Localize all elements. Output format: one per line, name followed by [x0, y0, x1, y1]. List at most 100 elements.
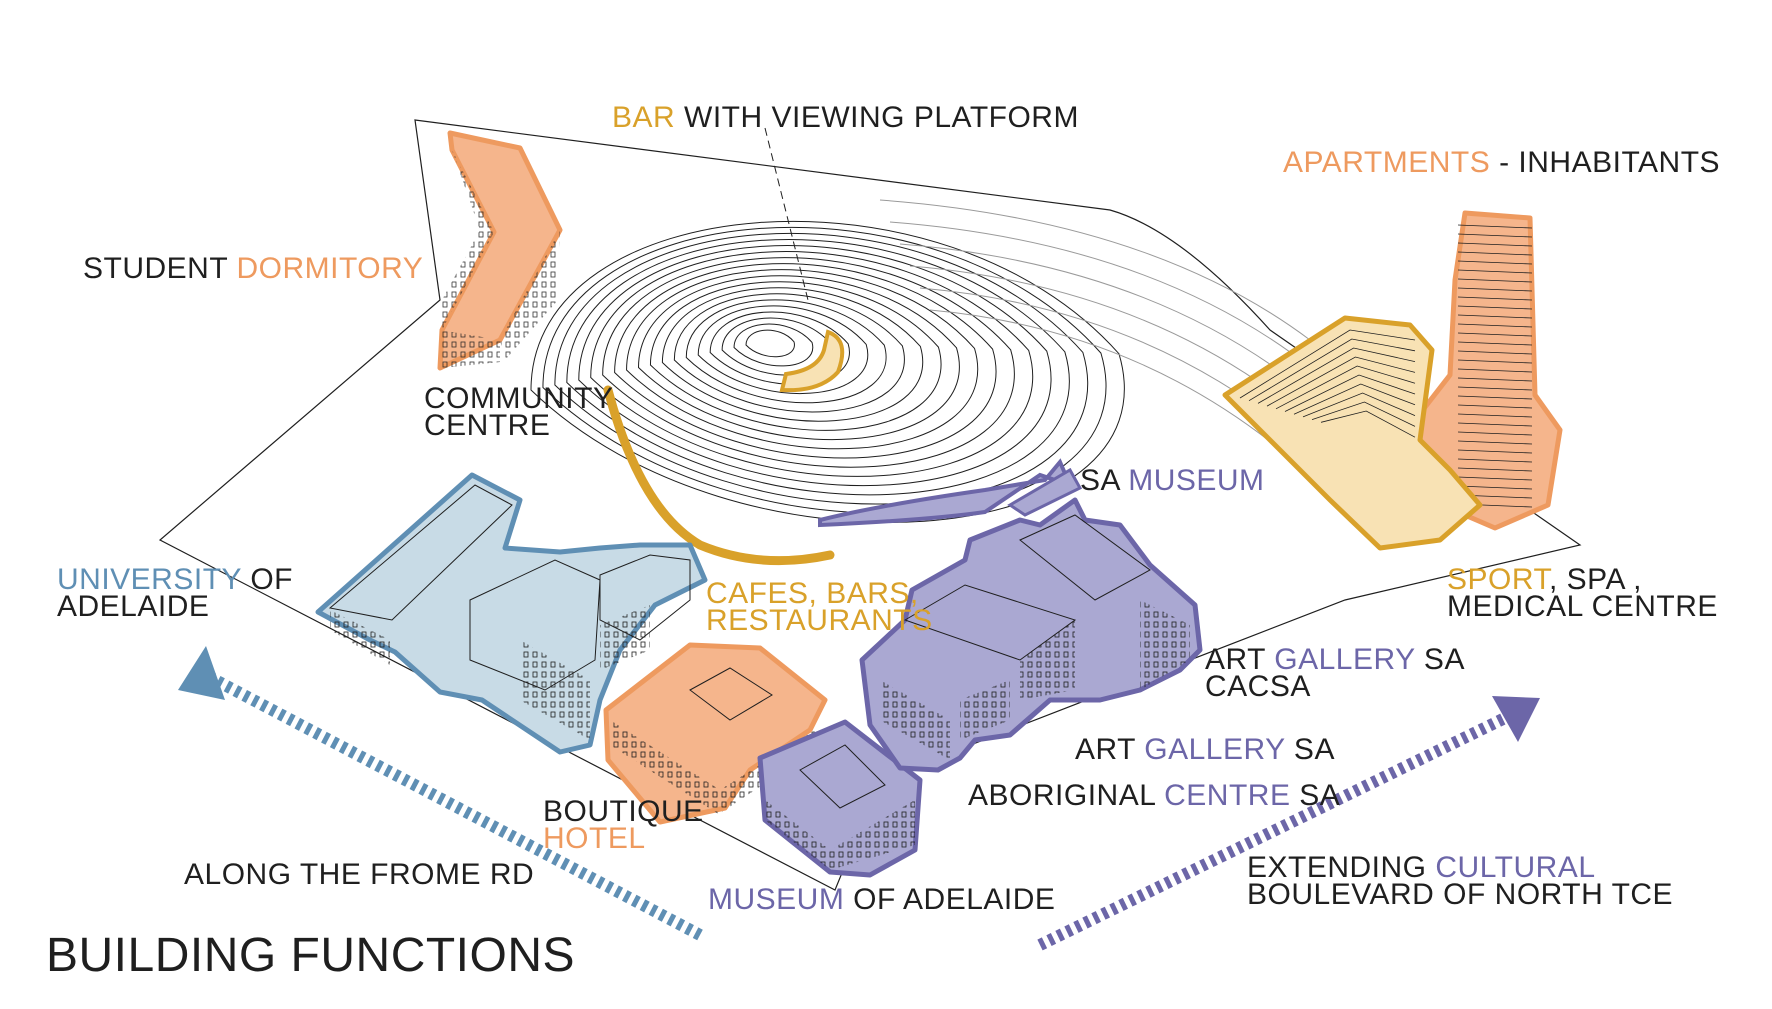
- label-bar-rest: WITH VIEWING PLATFORM: [675, 101, 1079, 134]
- label-aboriginal-pre: ABORIGINAL: [968, 779, 1165, 812]
- tower-floor-line: [1457, 350, 1533, 355]
- label-art-gallery-cacsa-highlight: GALLERY: [1274, 643, 1416, 676]
- tower-floor-line: [1457, 467, 1533, 472]
- label-community-line1: COMMUNITY: [424, 382, 614, 415]
- tower-floor-line: [1457, 377, 1533, 382]
- tower-floor-line: [1457, 242, 1533, 247]
- sport-spa-medical-building: [1222, 315, 1483, 551]
- label-university-of-adelaide: UNIVERSITY OF ADELAIDE: [57, 565, 293, 623]
- terrace-line: [1293, 383, 1416, 415]
- label-art-gallery-cacsa: ART GALLERY SA CACSA: [1205, 643, 1465, 703]
- tower-floor-line: [1457, 386, 1533, 391]
- terrace-line: [1311, 401, 1416, 427]
- cafes-promenade-edge: [603, 385, 835, 566]
- label-bar-highlight: BAR: [612, 101, 676, 134]
- contour-line: [879, 199, 1311, 341]
- label-sport-line2: MEDICAL CENTRE: [1447, 590, 1718, 623]
- contour-line: [899, 243, 1311, 395]
- label-community-line2: CENTRE: [424, 409, 551, 442]
- tower-floor-line: [1457, 296, 1533, 301]
- label-community-centre: COMMUNITY CENTRE: [424, 382, 614, 442]
- label-sport-spa-medical: SPORT, SPA , MEDICAL CENTRE: [1447, 563, 1718, 623]
- label-sport-rest: , SPA ,: [1548, 563, 1642, 596]
- label-art-gallery-cacsa-rest: SA: [1415, 643, 1465, 676]
- contour-line: [626, 269, 978, 450]
- label-cafes-line1: CAFES, BARS,: [706, 577, 919, 610]
- label-boulevard-highlight: CULTURAL: [1435, 851, 1596, 884]
- tower-floor-line: [1457, 458, 1533, 463]
- label-sport-highlight: SPORT: [1447, 563, 1549, 596]
- contour-line: [554, 232, 1089, 505]
- tower-floor-line: [1457, 359, 1533, 364]
- cultural-boulevard-path-upper: [1007, 467, 1083, 517]
- label-boutique-line1: BOUTIQUE: [543, 795, 704, 828]
- label-boutique-highlight: HOTEL: [543, 822, 646, 855]
- contour-line: [673, 293, 905, 413]
- contour-line: [649, 281, 942, 431]
- label-aboriginal-centre: ABORIGINAL CENTRE SA: [968, 779, 1341, 812]
- contour-line: [889, 221, 1311, 368]
- contour-line: [697, 305, 869, 394]
- contour-line: [590, 251, 1034, 477]
- label-boulevard-pre: EXTENDING: [1247, 851, 1436, 884]
- label-art-gallery-rest: SA: [1285, 733, 1335, 766]
- label-sa-museum-pre: SA: [1080, 464, 1129, 497]
- label-art-gallery-cacsa-pre: ART: [1205, 643, 1275, 676]
- tower-floor-line: [1457, 440, 1533, 445]
- university-of-adelaide-buildings: [315, 472, 708, 755]
- label-dormitory-pre: STUDENT: [83, 252, 237, 285]
- label-apartments-rest: - INHABITANTS: [1490, 146, 1721, 179]
- tower-floor-line: [1457, 323, 1533, 328]
- contour-line: [578, 245, 1052, 487]
- tower-floor-line: [1457, 224, 1533, 229]
- label-university-line2: ADELAIDE: [57, 590, 210, 623]
- bar-viewing-platform: [779, 329, 845, 393]
- tower-floor-line: [1457, 287, 1533, 292]
- label-sa-museum: SA MUSEUM: [1080, 464, 1265, 497]
- label-aboriginal-highlight: CENTRE: [1164, 779, 1291, 812]
- terrace-line: [1275, 365, 1416, 410]
- label-art-gallery: ART GALLERY SA: [1075, 733, 1335, 766]
- label-cafes-line2: RESTAURANTS: [706, 604, 933, 637]
- tower-floor-line: [1457, 368, 1533, 373]
- label-boulevard-line2: BOULEVARD OF NORTH TCE: [1247, 878, 1674, 911]
- tower-floor-line: [1457, 278, 1533, 283]
- contour-line: [542, 226, 1107, 514]
- label-art-gallery-cacsa-line2: CACSA: [1205, 670, 1311, 703]
- label-cultural-boulevard: EXTENDING CULTURAL BOULEVARD OF NORTH TC…: [1247, 851, 1674, 911]
- label-apartments: APARTMENTS - INHABITANTS: [1283, 146, 1721, 179]
- apartments-tower: [1412, 210, 1563, 531]
- tower-floor-line: [1457, 251, 1533, 256]
- label-aboriginal-rest: SA: [1290, 779, 1341, 812]
- label-bar-viewing-platform: BAR WITH VIEWING PLATFORM: [612, 101, 1079, 134]
- tower-floor-line: [1457, 485, 1533, 490]
- page-title: BUILDING FUNCTIONS: [46, 929, 576, 982]
- label-boutique-hotel: BOUTIQUE HOTEL: [543, 795, 704, 855]
- cultural-boulevard-path: [818, 458, 1074, 528]
- label-art-gallery-highlight: GALLERY: [1144, 733, 1286, 766]
- label-along-frome-rd: ALONG THE FROME RD: [184, 858, 535, 891]
- tower-floor-line: [1457, 476, 1533, 481]
- contour-line: [709, 311, 850, 385]
- terrace-line: [1284, 374, 1416, 412]
- art-gallery-complex-buildings: [859, 497, 1203, 773]
- terrace-line: [1239, 329, 1416, 399]
- tower-floor-line: [1457, 449, 1533, 454]
- contour-line: [745, 329, 795, 358]
- label-museum-adelaide-highlight: MUSEUM: [708, 883, 845, 916]
- terrace-line: [1248, 338, 1416, 402]
- label-museum-adelaide-rest: OF ADELAIDE: [844, 883, 1056, 916]
- tower-floor-line: [1457, 305, 1533, 310]
- tower-floor-line: [1457, 341, 1533, 346]
- contour-line: [637, 275, 960, 440]
- label-dormitory-highlight: DORMITORY: [236, 252, 424, 285]
- label-art-gallery-pre: ART: [1075, 733, 1145, 766]
- contour-line: [685, 299, 887, 404]
- tower-floor-line: [1457, 413, 1533, 418]
- label-apartments-highlight: APARTMENTS: [1283, 146, 1491, 179]
- tower-floor-line: [1457, 314, 1533, 319]
- label-cafes-bars-restaurants: CAFES, BARS, RESTAURANTS: [706, 577, 933, 637]
- contour-line: [614, 263, 997, 459]
- museum-of-adelaide-building: [757, 719, 923, 878]
